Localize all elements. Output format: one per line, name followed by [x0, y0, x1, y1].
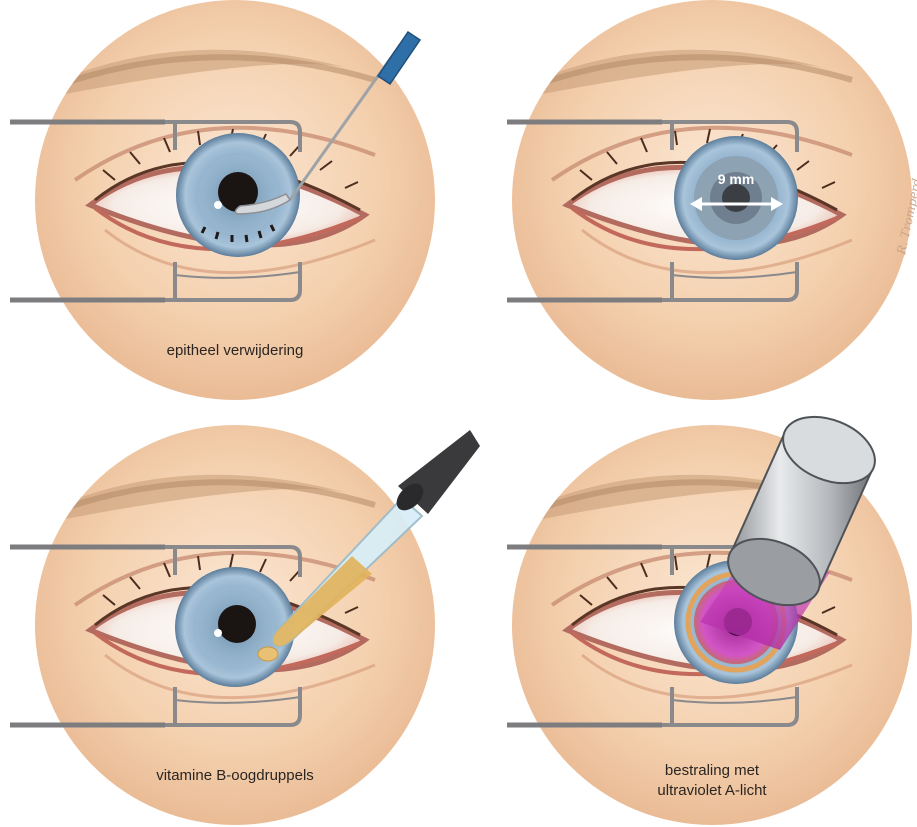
iris — [674, 136, 798, 260]
panel-eye-drops: vitamine B-oogdruppels — [10, 425, 480, 825]
panel-uv-irradiation: bestraling met ultraviolet A-licht — [507, 404, 912, 825]
measurement-label: 9 mm — [718, 171, 755, 187]
iris — [175, 567, 295, 687]
iris — [176, 133, 300, 257]
caption-panel-3: vitamine B-oogdruppels — [156, 767, 314, 784]
panel-epithelium-removal: epitheel verwijdering — [10, 0, 435, 400]
caption-panel-4-line-1: bestraling met — [665, 762, 760, 779]
caption-panel-1: epitheel verwijdering — [167, 342, 304, 359]
caption-panel-4-line-2: ultraviolet A-licht — [657, 782, 767, 799]
panel-measurement: 9 mm R. Tromperd — [507, 0, 917, 400]
